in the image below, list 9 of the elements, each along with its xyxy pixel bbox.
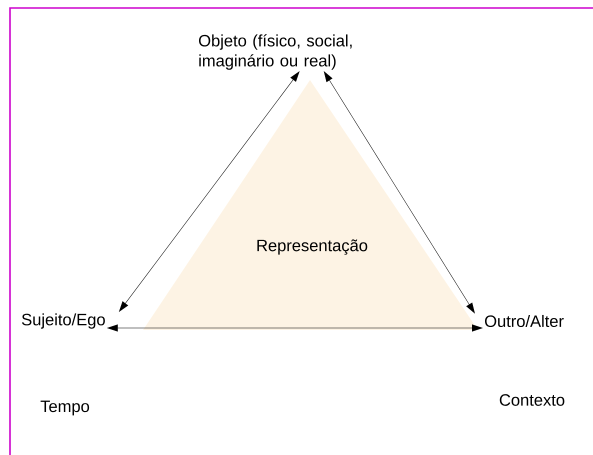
node-label: Objeto (físico, social, imaginário ou real) [199,34,352,70]
label: Tempo [40,400,90,416]
arrow [107,324,482,332]
node-label: Representação [257,239,368,255]
label: Contexto [500,394,564,406]
node-label: Outro/Alter [485,314,564,328]
arrow [324,71,475,314]
arrow [119,71,300,312]
node-label: Sujeito/Ego [22,313,105,329]
